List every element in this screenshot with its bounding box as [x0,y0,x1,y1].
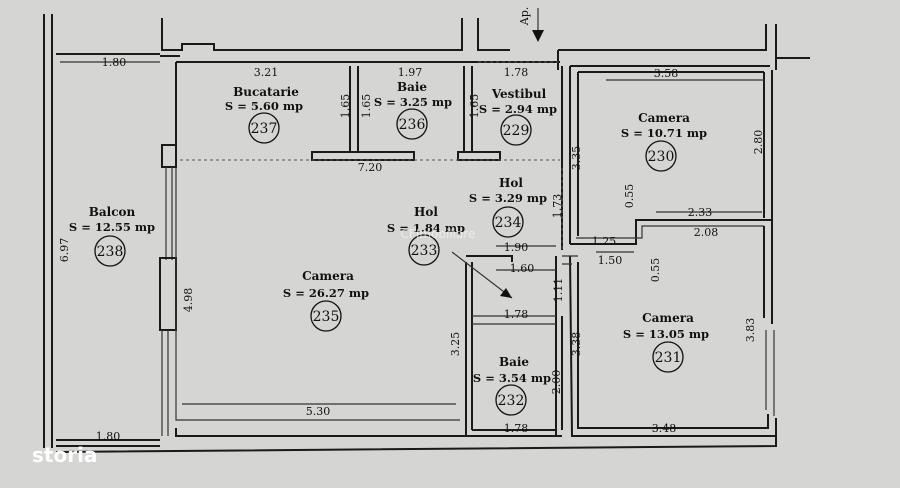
room-number-circle [645,140,677,172]
room-name: Camera [302,269,354,283]
dim-label: 1.78 [504,308,529,321]
room-area: S = 12.55 mp [69,220,155,234]
room-number-circle [310,300,342,332]
dim-label: 1.65 [339,94,352,119]
room-name: Camera [638,111,690,125]
dim-label: 1.73 [551,194,564,219]
dim-label: 1.65 [360,94,373,119]
room-number-circle [652,341,684,373]
dim-label: 2.80 [752,130,765,155]
dim-label: 1.78 [504,422,529,435]
dim-label: 6.97 [58,238,71,263]
dim-label: 2.00 [550,370,563,395]
room-number: 237 [251,121,278,137]
dim-label: 1.97 [398,66,423,79]
dim-label: 3.83 [744,318,757,343]
room-baie-232: Baie S = 3.54 mp 232 [473,355,551,416]
room-area: S = 3.54 mp [473,371,551,385]
room-number: 230 [648,149,675,165]
watermark: CFImobiliare [401,227,476,241]
room-name: Baie [499,355,529,369]
dim-label: 3.58 [654,67,679,80]
room-number: 236 [399,117,426,133]
dim-label: 0.55 [623,184,636,209]
room-name: Balcon [89,205,136,219]
room-area: S = 10.71 mp [621,126,707,140]
room-name: Bucatarie [233,85,299,99]
dim-label: 1.11 [552,278,565,303]
room-number-circle [408,234,440,266]
room-number-circle [495,384,527,416]
room-area: S = 3.29 mp [469,191,547,205]
dim-label: 1.80 [102,56,127,69]
dim-label: 2.33 [688,206,713,219]
dim-label: 1.80 [96,430,121,443]
dim-label: 1.60 [510,262,535,275]
dim-label: 3.38 [570,332,583,357]
entrance-label: Ap. [518,7,531,26]
dim-label: 2.08 [694,226,719,239]
room-camera-235: Camera S = 26.27 mp 235 [283,269,369,332]
room-area: S = 5.60 mp [225,99,303,113]
room-number-circle [396,108,428,140]
room-name: Hol [499,176,523,190]
dim-label: 4.98 [182,288,195,313]
room-number: 238 [97,244,124,260]
room-name: Baie [397,80,427,94]
room-number-circle [248,112,280,144]
room-vestibul: Vestibul S = 2.94 mp 229 [479,87,557,146]
dim-label: 3.21 [254,66,279,79]
dim-label: 5.30 [306,405,331,418]
room-balcon: Balcon S = 12.55 mp 238 [69,205,155,267]
dim-label: 3.35 [570,146,583,171]
room-number: 233 [411,243,438,259]
dim-label: 0.55 [649,258,662,283]
room-number: 235 [313,309,340,325]
room-camera-230: Camera S = 10.71 mp 230 [621,111,707,172]
room-number: 234 [495,215,522,231]
room-number: 229 [503,123,530,139]
room-bucatarie: Bucatarie S = 5.60 mp 237 [225,85,303,144]
room-name: Camera [642,311,694,325]
room-area: S = 3.25 mp [374,95,452,109]
room-camera-231: Camera S = 13.05 mp 231 [623,311,709,373]
dim-label: 1.65 [468,94,481,119]
dim-label: 1.50 [598,254,623,267]
room-area: S = 1.84 mp [387,221,465,235]
dim-label: 3.48 [652,422,677,435]
room-number-circle [94,235,126,267]
storia-logo: storia [32,443,97,467]
room-hol-233: Hol S = 1.84 mp 233 [387,205,465,266]
room-area: S = 13.05 mp [623,327,709,341]
walls [43,8,810,453]
dim-label: 1.25 [592,235,617,248]
room-number-circle [500,114,532,146]
room-hol-234: Hol S = 3.29 mp 234 [469,176,547,238]
dim-label: 3.25 [449,332,462,357]
room-area: S = 26.27 mp [283,286,369,300]
dim-label: 1.78 [504,66,529,79]
room-number-circle [492,206,524,238]
room-number: 231 [655,350,682,366]
room-name: Hol [414,205,438,219]
room-area: S = 2.94 mp [479,102,557,116]
dim-label: 7.20 [358,161,383,174]
room-name: Vestibul [491,87,547,101]
room-baie-236: Baie S = 3.25 mp 236 [374,80,452,140]
room-number: 232 [498,393,525,409]
dimensions: 1.80 3.21 1.97 1.78 3.58 1.65 1.65 1.65 … [58,56,765,443]
dim-label: 1.90 [504,241,529,254]
